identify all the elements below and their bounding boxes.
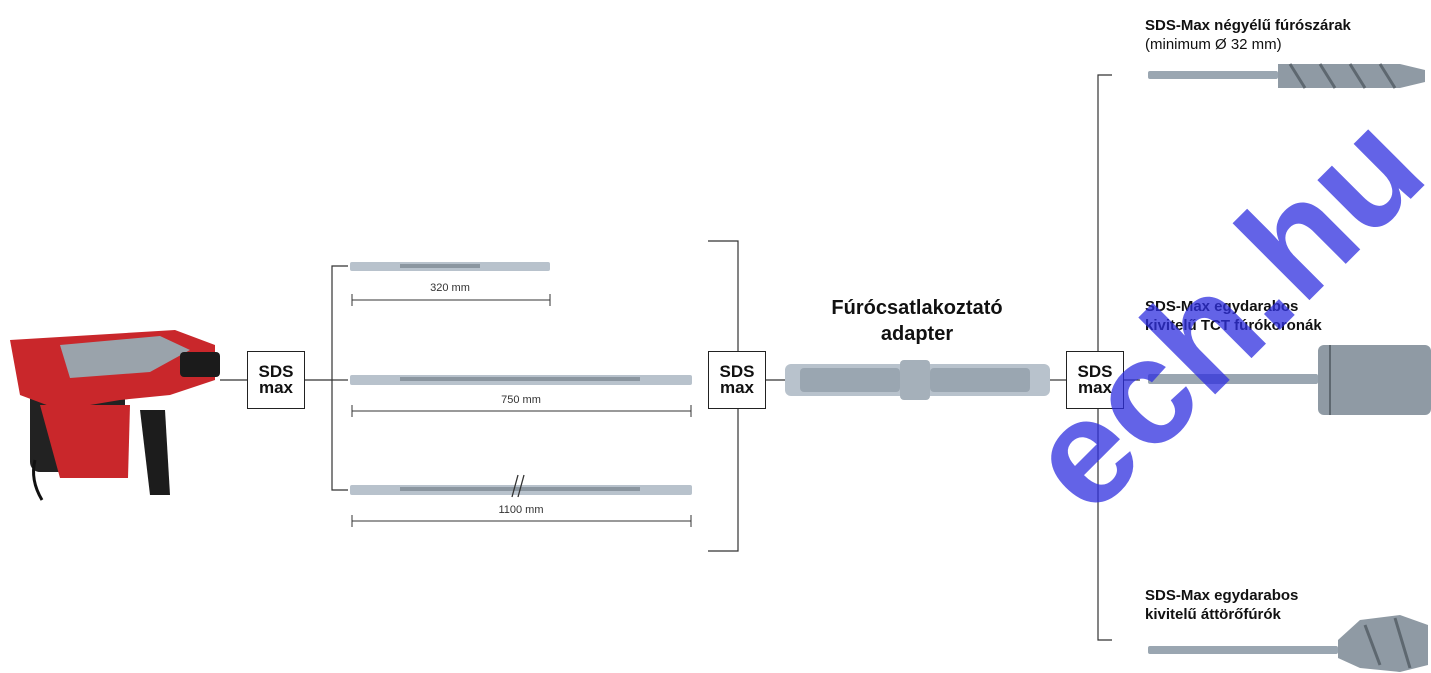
adapter-title-line1: Fúrócsatlakoztató xyxy=(831,297,1003,319)
max-label: max xyxy=(1077,378,1113,397)
length-label-750: 750 mm xyxy=(501,394,541,406)
extension-bar-750 xyxy=(350,375,692,385)
product-title-line2: kivitelű áttörőfúrók xyxy=(1145,606,1281,623)
length-label-320: 320 mm xyxy=(430,282,470,294)
extension-bar-1100 xyxy=(350,474,692,498)
length-label-1100: 1100 mm xyxy=(498,504,544,516)
adapter-title-line2: adapter xyxy=(880,323,954,345)
product-title: SDS-Max négyélű fúrószárak xyxy=(1145,17,1351,34)
product-label-drill-bits: SDS-Max négyélű fúrószárak (minimum Ø 32… xyxy=(1145,16,1351,54)
product-title-line1: SDS-Max egydarabos xyxy=(1145,298,1299,315)
product-title-line1: SDS-Max egydarabos xyxy=(1145,587,1299,604)
sds-label: SDS xyxy=(719,362,755,381)
sds-label: SDS xyxy=(1077,362,1113,381)
hammer-drill-image xyxy=(10,330,220,501)
max-label: max xyxy=(719,378,755,397)
sds-max-box-3: SDS max xyxy=(1066,351,1124,409)
dimension-line-320 xyxy=(351,294,551,306)
product-subtitle: (minimum Ø 32 mm) xyxy=(1145,36,1282,53)
adapter-title: Fúrócsatlakoztató adapter xyxy=(807,295,1027,347)
max-label: max xyxy=(258,378,294,397)
sds-label: SDS xyxy=(258,362,294,381)
product-title-line2: kivitelű TCT fúrókoronák xyxy=(1145,317,1322,334)
sds-max-box-1: SDS max xyxy=(247,351,305,409)
sds-max-box-2: SDS max xyxy=(708,351,766,409)
dimension-line-1100 xyxy=(351,515,692,527)
product-label-breakthrough-bits: SDS-Max egydarabos kivitelű áttörőfúrók xyxy=(1145,586,1298,624)
core-bit-image xyxy=(1148,345,1431,415)
adapter-image xyxy=(785,360,1050,400)
dimension-line-750 xyxy=(351,405,692,417)
breakthrough-bit-image xyxy=(1148,615,1428,672)
extension-bar-320 xyxy=(350,262,550,271)
drill-bit-image xyxy=(1148,63,1425,89)
product-label-core-bits: SDS-Max egydarabos kivitelű TCT fúrókoro… xyxy=(1145,297,1322,335)
